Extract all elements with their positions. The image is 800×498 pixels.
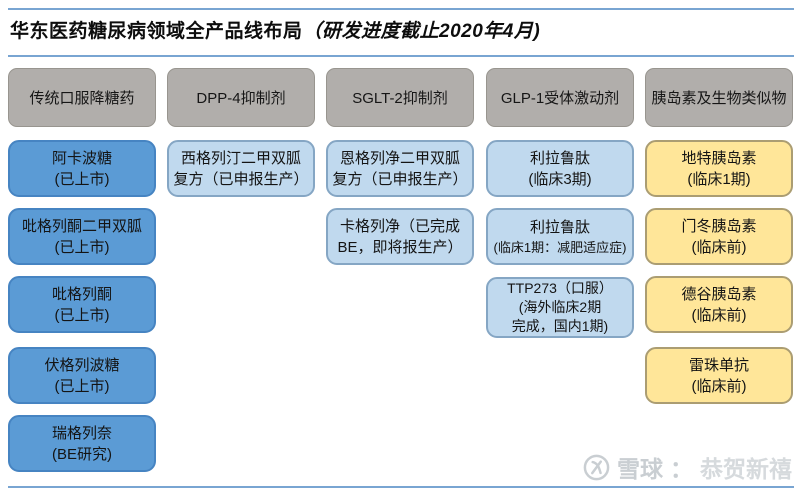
- page-title-main: 华东医药糖尿病领域全产品线布局: [10, 21, 303, 42]
- drug-status: (临床1期：减肥适应症): [493, 239, 627, 255]
- drug-name: 门冬胰岛素: [681, 217, 757, 235]
- drug-status: (临床前): [691, 306, 747, 324]
- drug-status: (已上市): [54, 377, 110, 395]
- pipeline-box-ttp273: TTP273（口服） (海外临床2期 完成，国内1期): [486, 277, 634, 338]
- column-header-insulin: 胰岛素及生物类似物: [645, 68, 793, 127]
- drug-name: 阿卡波糖: [51, 149, 112, 167]
- watermark-username: 恭贺新禧: [700, 456, 792, 482]
- pipeline-box-canagliflozin: 卡格列净（已完成 BE，即将报生产）: [326, 208, 474, 265]
- pipeline-box-insulin-degludec: 德谷胰岛素 (临床前): [645, 276, 793, 333]
- drug-name: 吡格列酮二甲双胍: [21, 217, 142, 235]
- drug-name: 恩格列净二甲双胍: [339, 149, 460, 167]
- pipeline-box-ranibizumab: 雷珠单抗 (临床前): [645, 347, 793, 404]
- drug-status: (临床前): [691, 377, 747, 395]
- drug-status: 复方（已申报生产）: [332, 170, 468, 188]
- xueqiu-logo-icon: [583, 454, 610, 480]
- drug-name: 西格列汀二甲双胍: [180, 149, 301, 167]
- bottom-divider: [8, 486, 794, 488]
- drug-status: (已上市): [54, 170, 110, 188]
- pipeline-box-sitagliptin-metformin: 西格列汀二甲双胍 复方（已申报生产）: [167, 140, 315, 197]
- pipeline-box-acarbose: 阿卡波糖 (已上市): [8, 140, 156, 197]
- drug-name: 伏格列波糖: [44, 356, 120, 374]
- drug-status: (临床前): [691, 238, 747, 256]
- drug-status: 复方（已申报生产）: [173, 170, 309, 188]
- page-title: 华东医药糖尿病领域全产品线布局（研发进度截止2020年4月): [10, 16, 540, 43]
- title-divider: [8, 55, 794, 57]
- pipeline-box-pioglitazone: 吡格列酮 (已上市): [8, 276, 156, 333]
- drug-status: (BE研究): [51, 445, 112, 463]
- drug-name: 德谷胰岛素: [681, 285, 757, 303]
- pipeline-box-liraglutide-phase3: 利拉鲁肽 (临床3期): [486, 140, 634, 197]
- column-header-sglt2: SGLT-2抑制剂: [326, 68, 474, 127]
- pipeline-box-voglibose: 伏格列波糖 (已上市): [8, 347, 156, 404]
- pipeline-box-pioglitazone-metformin: 吡格列酮二甲双胍 (已上市): [8, 208, 156, 265]
- pipeline-box-liraglutide-obesity: 利拉鲁肽 (临床1期：减肥适应症): [486, 208, 634, 265]
- drug-status: (海外临床2期: [518, 299, 602, 315]
- pipeline-box-insulin-aspart: 门冬胰岛素 (临床前): [645, 208, 793, 265]
- drug-status: (临床3期): [528, 170, 592, 188]
- drug-name: TTP273（口服）: [507, 280, 613, 296]
- pipeline-box-repaglinide: 瑞格列奈 (BE研究): [8, 415, 156, 472]
- drug-name: 卡格列净（已完成: [339, 217, 460, 235]
- drug-status: (临床1期): [687, 170, 751, 188]
- drug-name: 地特胰岛素: [681, 149, 757, 167]
- column-header-traditional-oral: 传统口服降糖药: [8, 68, 156, 127]
- drug-name: 瑞格列奈: [51, 424, 112, 442]
- drug-status: 完成，国内1期): [511, 318, 609, 334]
- drug-status: (已上市): [54, 306, 110, 324]
- drug-status: (已上市): [54, 238, 110, 256]
- drug-name: 吡格列酮: [51, 285, 112, 303]
- drug-name: 利拉鲁肽: [529, 218, 590, 236]
- pipeline-box-insulin-detemir: 地特胰岛素 (临床1期): [645, 140, 793, 197]
- top-divider: [8, 8, 794, 10]
- drug-name: 利拉鲁肽: [529, 149, 590, 167]
- pipeline-box-empagliflozin-metformin: 恩格列净二甲双胍 复方（已申报生产）: [326, 140, 474, 197]
- drug-name: 雷珠单抗: [688, 356, 749, 374]
- watermark-brand: 雪球: [617, 456, 663, 482]
- watermark: 雪球 ： 恭贺新禧: [583, 451, 792, 483]
- page-title-subtitle: （研发进度截止2020年4月): [302, 21, 541, 42]
- watermark-separator: ：: [670, 456, 693, 482]
- drug-status: BE，即将报生产）: [337, 238, 463, 256]
- column-header-dpp4: DPP-4抑制剂: [167, 68, 315, 127]
- column-header-glp1: GLP-1受体激动剂: [486, 68, 634, 127]
